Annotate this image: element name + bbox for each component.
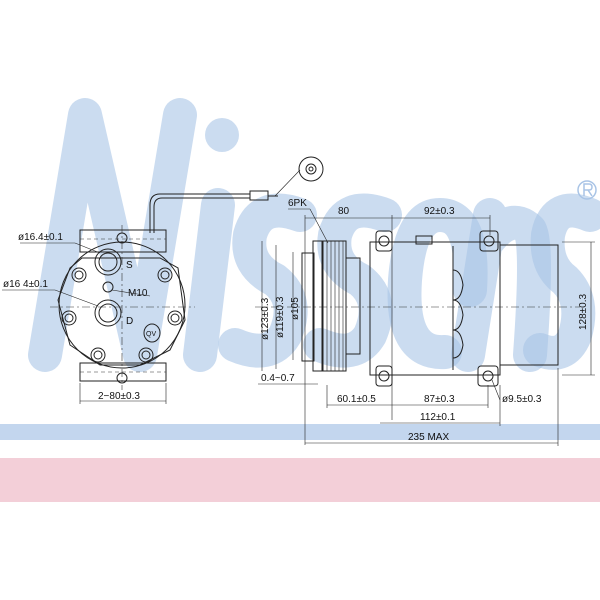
dim-60: 60.1±0.5 — [337, 394, 376, 405]
belt-label: 6PK — [288, 198, 307, 209]
mount-spacing: 2−80±0.3 — [98, 391, 140, 402]
valve-label: QV — [146, 331, 156, 338]
overall-length: 235 MAX — [408, 432, 449, 443]
blue-band — [0, 424, 600, 440]
height-dim: 128±0.3 — [578, 293, 589, 330]
suction-port-dia: ø16.4±0.1 — [18, 232, 63, 243]
pulley — [321, 240, 361, 372]
gap-dim: 0.4~0.7 — [261, 373, 295, 384]
side-view: 80 92±0.3 6PK ø123±0.3 ø119±0.3 ø105 0.4… — [255, 198, 595, 446]
discharge-port — [94, 299, 122, 327]
clutch-plate — [301, 240, 324, 372]
suction-label: S — [126, 260, 133, 271]
dim-112: 112±0.1 — [420, 412, 456, 423]
dim-87: 87±0.3 — [424, 394, 455, 405]
front-view: QV S D M10 ø16.4±0.1 ø16 4±0.1 2−80±0.3 — [2, 156, 324, 404]
thread-label: M10 — [128, 288, 148, 299]
compressor-body — [369, 235, 559, 376]
m10-thread-hole — [102, 281, 114, 293]
dia-119: ø119±0.3 — [275, 296, 286, 338]
pink-band — [0, 458, 600, 502]
dim-80: 80 — [338, 206, 350, 217]
dia-105: ø105 — [290, 297, 301, 320]
hole-dia: ø9.5±0.3 — [502, 394, 542, 405]
dia-123: ø123±0.3 — [260, 297, 271, 340]
discharge-port-dia: ø16 4±0.1 — [3, 279, 48, 290]
bolt-holes — [61, 267, 183, 363]
dim-92: 92±0.3 — [424, 206, 455, 217]
suction-port — [94, 248, 122, 276]
discharge-label: D — [126, 316, 133, 327]
registered-mark — [577, 180, 597, 200]
